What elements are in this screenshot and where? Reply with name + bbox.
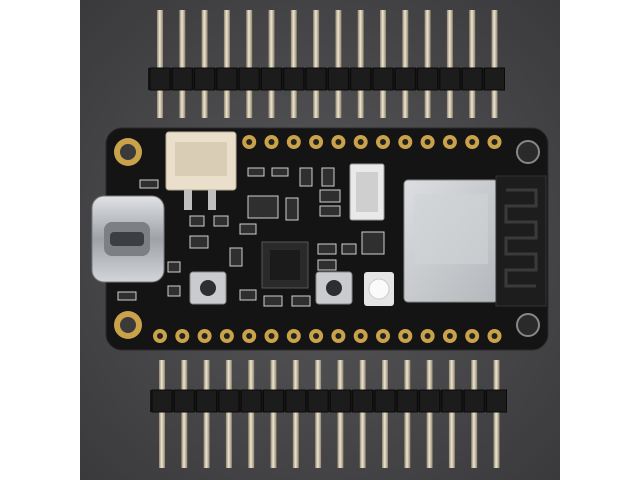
header-pin	[359, 360, 366, 468]
smd-part	[239, 289, 257, 301]
smd-part	[271, 167, 289, 177]
smd-part	[317, 243, 337, 255]
header-pin	[493, 360, 500, 468]
smd-part	[319, 205, 341, 217]
header-pin	[426, 360, 433, 468]
header-pin	[313, 10, 320, 118]
bottom-pad-row	[153, 329, 502, 343]
header-pin	[201, 10, 208, 118]
header-pin	[270, 360, 277, 468]
header-pin	[225, 360, 232, 468]
smd-part	[167, 285, 181, 297]
smd-part	[189, 215, 205, 227]
header-pin	[448, 360, 455, 468]
header-pin	[380, 10, 386, 118]
header-pin	[248, 360, 255, 468]
smd-components	[117, 167, 385, 307]
header-pin	[471, 360, 478, 468]
smd-part	[321, 167, 335, 187]
smd-part	[361, 231, 385, 255]
boot-button	[315, 271, 353, 305]
smd-part	[247, 167, 265, 177]
header-pin	[469, 10, 476, 118]
bottom-pin-header	[150, 360, 507, 468]
header-pin	[491, 10, 498, 118]
header-pin	[159, 360, 165, 468]
header-pin	[292, 360, 299, 468]
smd-part	[317, 259, 337, 271]
smd-part	[213, 215, 229, 227]
header-pin	[268, 10, 275, 118]
header-pin	[335, 10, 342, 118]
pcb-board	[91, 127, 549, 351]
header-pin	[446, 10, 453, 118]
header-pin	[382, 360, 388, 468]
microcontroller-chip	[261, 241, 309, 289]
header-pin	[424, 10, 431, 118]
smd-part	[263, 295, 283, 307]
mounting-hole	[516, 140, 540, 164]
smd-part	[117, 291, 137, 301]
smd-part	[285, 197, 299, 221]
smd-part	[239, 223, 257, 235]
header-pin	[181, 360, 188, 468]
header-pin	[337, 360, 344, 468]
top-pad-row	[242, 135, 502, 149]
battery-connector	[165, 131, 237, 210]
smd-part	[291, 295, 311, 307]
header-pin	[315, 360, 322, 468]
smd-part	[139, 179, 159, 189]
header-pin	[203, 360, 210, 468]
smd-part	[229, 247, 243, 267]
header-pin	[157, 10, 163, 118]
header-pin	[402, 10, 409, 118]
header-pin	[290, 10, 297, 118]
header-pin	[179, 10, 186, 118]
top-pin-header	[148, 10, 505, 118]
stemma-connector	[349, 163, 385, 221]
smd-part	[189, 235, 209, 249]
smd-part	[299, 167, 313, 187]
smd-part	[247, 195, 279, 219]
smd-part	[319, 189, 341, 203]
header-pin	[246, 10, 253, 118]
header-pin	[357, 10, 364, 118]
header-pin	[404, 360, 411, 468]
mounting-hole	[516, 313, 540, 337]
usb-c-connector	[91, 195, 165, 283]
smd-part	[341, 243, 357, 255]
header-pin	[223, 10, 230, 118]
rgb-led	[364, 272, 394, 306]
wifi-module	[403, 175, 547, 307]
reset-button	[189, 271, 227, 305]
smd-part	[167, 261, 181, 273]
